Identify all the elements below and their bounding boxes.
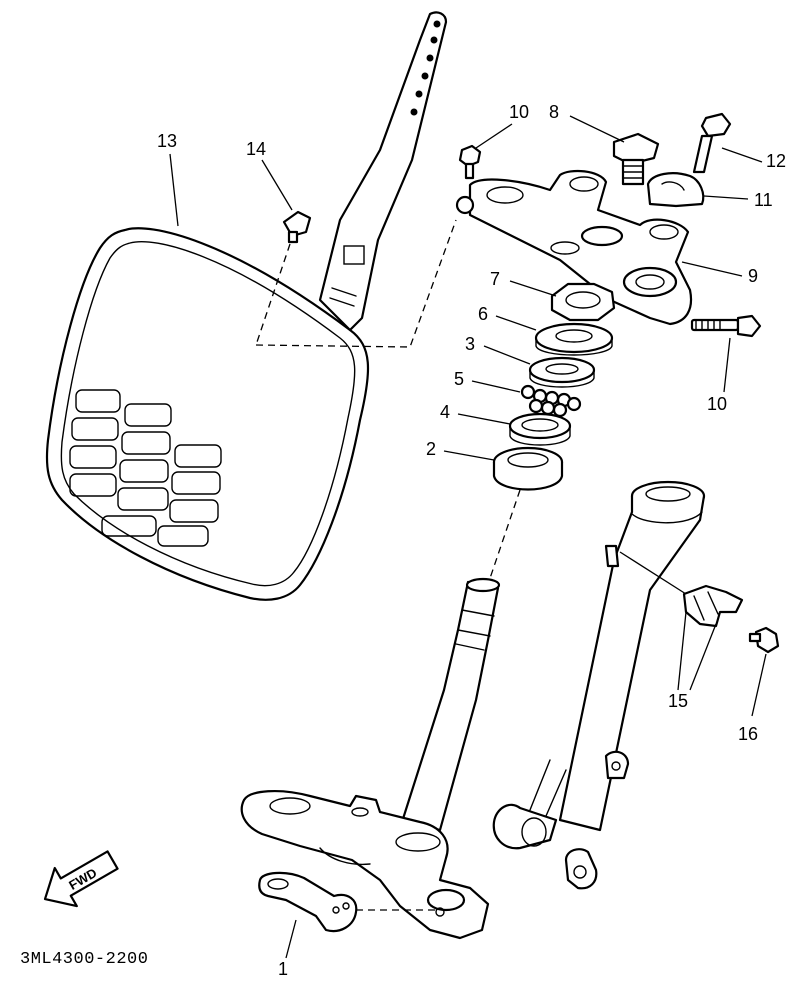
callout-4: 4 [440,402,450,422]
cable-holder-15-part [682,584,744,628]
ring-nut-7-part [550,282,616,322]
callout-10-upper: 10 [509,102,529,122]
callout-7: 7 [490,269,500,289]
callout-13: 13 [157,131,177,151]
callout-3: 3 [465,334,475,354]
upper-bracket-part [468,169,693,326]
cable-guide-part [258,871,358,933]
number-plate-part [45,11,448,601]
bolt-16-part [748,626,780,654]
callout-6: 6 [478,304,488,324]
ball-bearings-5-part [520,384,582,418]
bolt-12-part [692,112,732,174]
bolt-8-part [612,132,660,186]
diagram-code: 3ML4300-2200 [20,950,148,969]
callout-11: 11 [754,190,773,210]
steering-stem-part [240,577,501,940]
race-3-part [528,356,596,388]
washer-6-part [534,322,614,356]
callout-8: 8 [549,102,559,122]
bolt-14-part [282,210,312,244]
bolt-10-upper-part [455,144,482,215]
race-4-part [508,412,572,446]
callout-5: 5 [454,369,464,389]
bolt-10-lower-part [690,314,762,338]
forward-direction-arrow: FWD [43,850,119,908]
callout-15: 15 [668,691,688,711]
clamp-11-part [646,172,705,208]
callout-1: 1 [278,959,288,979]
callout-10-lower: 10 [707,394,727,414]
callout-12: 12 [766,151,786,171]
number-plate-vent-grid [69,389,222,547]
callout-14: 14 [246,139,266,159]
bearing-2-part [492,446,564,491]
callout-16: 16 [738,724,758,744]
callout-2: 2 [426,439,436,459]
fork-outer-tube-part [492,480,706,890]
callout-9: 9 [748,266,758,286]
